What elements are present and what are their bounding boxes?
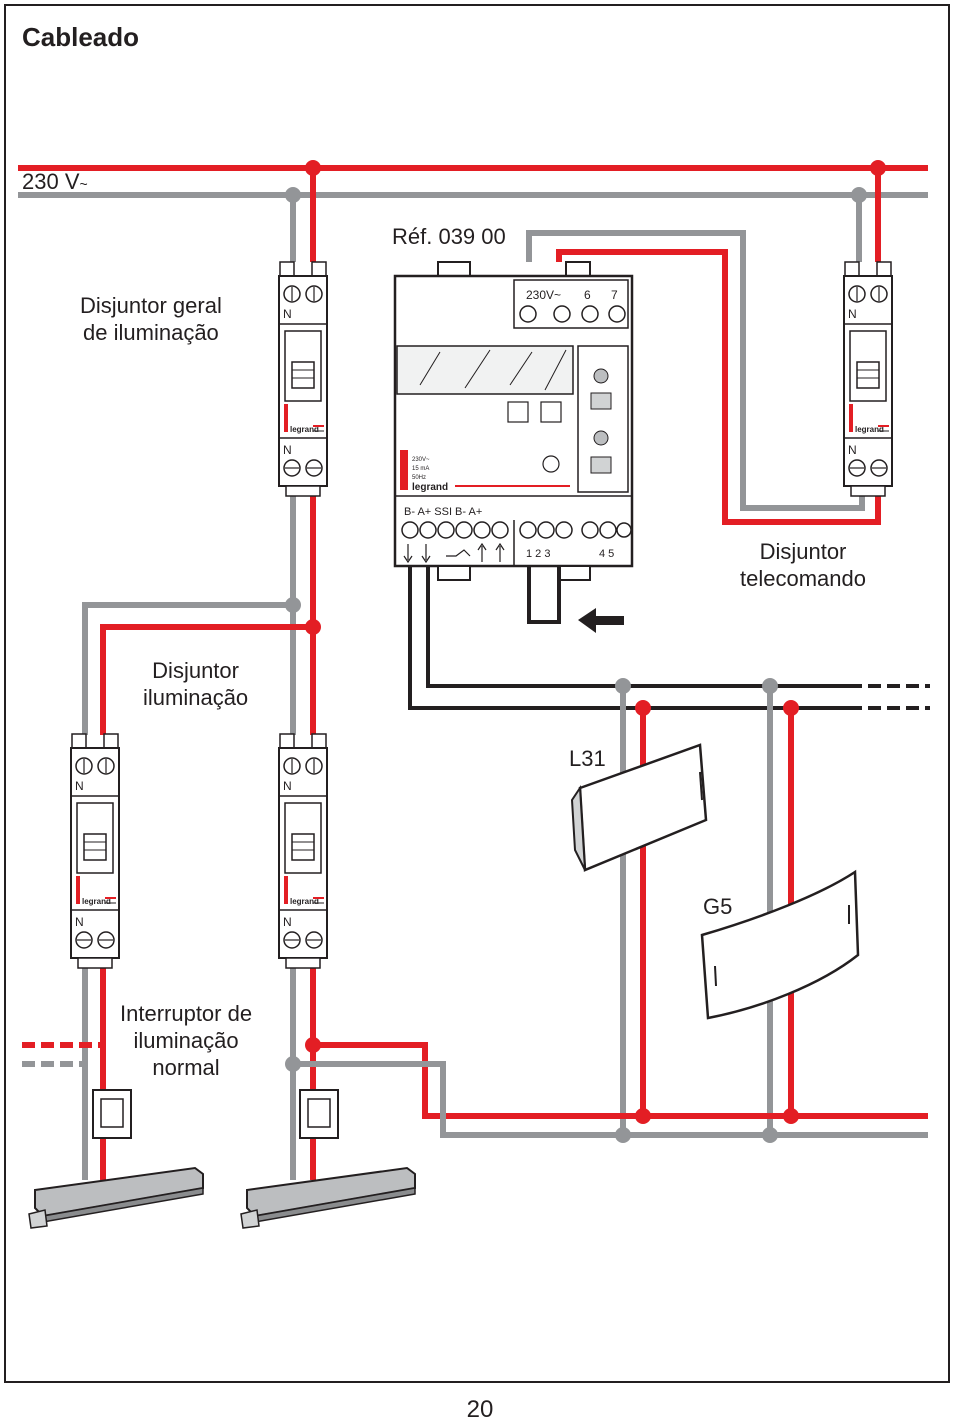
remote-breaker-label: Disjuntor telecomando bbox=[740, 539, 866, 591]
reference-label: Réf. 039 00 bbox=[392, 224, 506, 249]
svg-text:15 mA: 15 mA bbox=[412, 466, 429, 472]
module-voltage-label: 230V~ bbox=[526, 288, 561, 302]
svg-text:6: 6 bbox=[584, 288, 591, 302]
arrow-icon bbox=[578, 608, 624, 633]
lighting-breaker-left bbox=[70, 733, 120, 969]
luminaire-l31 bbox=[570, 743, 708, 872]
main-lighting-breaker bbox=[278, 261, 328, 497]
switch-plate-left bbox=[92, 1089, 132, 1139]
remote-control-breaker bbox=[843, 261, 893, 497]
svg-text:4 5: 4 5 bbox=[599, 548, 614, 560]
svg-text:1 2 3: 1 2 3 bbox=[526, 548, 550, 560]
main-breaker-label: Disjuntor geral de iluminação bbox=[80, 293, 222, 345]
din-rail-right bbox=[240, 1167, 416, 1229]
svg-text:B- A+ SSI B- A+: B- A+ SSI B- A+ bbox=[404, 506, 482, 518]
lighting-breaker-label: Disjuntor iluminação bbox=[143, 658, 249, 710]
page-frame bbox=[4, 4, 950, 1383]
svg-text:50Hz: 50Hz bbox=[412, 475, 426, 481]
svg-text:7: 7 bbox=[611, 288, 618, 302]
page-number: 20 bbox=[466, 1396, 494, 1423]
din-rail-left bbox=[28, 1167, 204, 1229]
control-module: 230V~ 6 7 230V~ 15 mA 50Hz legrand B- A+… bbox=[393, 261, 634, 581]
switch-plate-right bbox=[299, 1089, 339, 1139]
supply-voltage-label: 230 V~ bbox=[22, 169, 88, 194]
page-title: Cableado bbox=[22, 22, 140, 52]
svg-text:legrand: legrand bbox=[412, 482, 448, 493]
luminaire-g5 bbox=[700, 869, 860, 1020]
switch-label: Interruptor de iluminação normal bbox=[120, 1001, 253, 1080]
junction-dots bbox=[285, 160, 886, 1143]
lighting-breaker-right bbox=[278, 733, 328, 969]
svg-text:230V~: 230V~ bbox=[412, 457, 430, 463]
lamp-g5-label: G5 bbox=[703, 894, 733, 919]
lamp-l31-label: L31 bbox=[569, 746, 606, 771]
